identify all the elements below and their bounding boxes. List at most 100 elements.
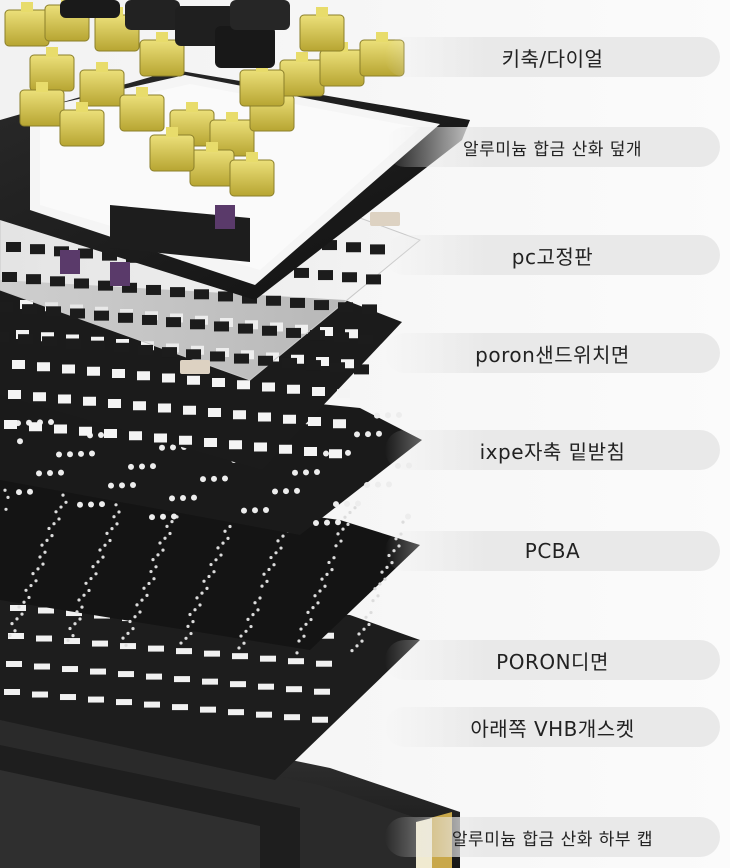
foam-cutout	[148, 645, 164, 652]
ixpe-hole	[139, 463, 145, 470]
ixpe-hole	[17, 438, 23, 445]
pcb-dot	[214, 558, 218, 562]
pcb-dot	[327, 560, 331, 565]
purple-switch	[110, 262, 130, 286]
pcb-dot	[332, 556, 336, 560]
pcb-dot	[330, 568, 334, 572]
pcb-dot	[112, 515, 116, 519]
pcb-dot	[279, 546, 283, 550]
plate-cutout	[286, 327, 301, 338]
label-keycap: 키축/다이얼	[385, 37, 720, 77]
foam-cutout	[54, 424, 67, 434]
pcb-dot	[31, 572, 35, 576]
foam-cutout	[137, 371, 150, 381]
ixpe-hole	[314, 469, 320, 476]
pcb-dot	[212, 570, 216, 574]
plate-cutout	[290, 297, 305, 308]
plate-cutout	[342, 272, 357, 283]
pcb-dot	[353, 506, 357, 510]
pcb-dot	[202, 579, 206, 583]
switch	[119, 87, 165, 132]
foam-cutout	[329, 449, 342, 459]
label-pc-plate: pc고정판	[385, 235, 720, 275]
pcb-dot	[274, 551, 278, 555]
foam-cutout	[262, 382, 275, 392]
ixpe-hole	[56, 451, 62, 458]
foam-cutout	[341, 359, 354, 369]
pcb-dot	[82, 593, 86, 597]
pcb-dot	[336, 532, 340, 536]
pcb-dot	[313, 594, 317, 598]
plate-cutout	[90, 340, 105, 351]
ixpe-hole	[36, 470, 42, 477]
plate-cutout	[70, 308, 85, 319]
foam-cutout	[6, 661, 22, 667]
plate-cutout	[118, 312, 133, 323]
ixpe-hole	[149, 514, 155, 521]
pcb-dot	[71, 634, 75, 638]
pcb-dot	[339, 539, 343, 543]
pcb-dot	[184, 636, 188, 640]
foam-cutout	[320, 327, 333, 336]
pcb-dot	[165, 524, 169, 528]
ixpe-hole	[47, 470, 53, 476]
foam-cutout	[291, 354, 304, 364]
ixpe-hole	[200, 476, 206, 483]
ixpe-hole	[108, 482, 114, 489]
label-text: 키축/다이얼	[501, 46, 604, 71]
pcb-dot	[131, 627, 135, 631]
pcb-dot	[320, 577, 324, 581]
plate-cutout	[0, 302, 13, 312]
foam-cutout	[308, 417, 321, 426]
pcb-dot	[385, 565, 389, 569]
plate-cutout	[234, 353, 249, 364]
pcb-dot	[145, 593, 149, 597]
pcb-dot	[6, 495, 10, 499]
plate-cutout	[50, 276, 65, 287]
pcb-dot	[367, 622, 371, 627]
pcb-dot	[170, 520, 174, 524]
foam-cutout	[8, 633, 24, 639]
ixpe-hole	[211, 475, 217, 482]
label-text: ixpe자축 밑받침	[479, 439, 626, 464]
pcb-dot	[378, 582, 382, 586]
plate-cutout	[78, 248, 93, 259]
pcb-dot	[115, 522, 119, 526]
foam-cutout	[314, 688, 330, 695]
pcb-dot	[3, 488, 7, 492]
pcb-dot	[80, 605, 84, 609]
pcb-dot	[325, 572, 329, 576]
foam-cutout	[108, 399, 121, 408]
label-text: 알루미늄 합금 산화 하부 캡	[451, 829, 654, 850]
plate-cutout	[330, 362, 345, 373]
pcb-dot	[154, 565, 158, 569]
pcb-dot	[91, 565, 95, 569]
pcb-dot	[78, 617, 82, 621]
pcb-dot	[156, 553, 160, 557]
pcb-dot	[207, 574, 211, 579]
pcb-dot	[43, 550, 47, 554]
pcb-dot	[311, 606, 315, 610]
foam-cutout	[204, 438, 217, 447]
pcb-dot	[223, 529, 227, 533]
pcb-dot	[346, 522, 350, 527]
plate-cutout	[338, 302, 353, 313]
foam-cutout	[146, 673, 162, 680]
ixpe-hole	[128, 463, 134, 470]
pcb-dot	[29, 583, 33, 588]
pcb-dot	[244, 629, 248, 633]
pcb-dot	[369, 610, 373, 615]
pcb-dot	[40, 543, 44, 547]
pcb-dot	[142, 586, 146, 590]
pcb-dot	[226, 536, 230, 541]
foam-cutout	[58, 394, 71, 404]
pcb-dot	[348, 510, 352, 515]
pcb-dot	[152, 577, 156, 581]
ixpe-hole	[335, 519, 341, 526]
foam-cutout	[230, 681, 246, 688]
ixpe-hole	[191, 494, 197, 501]
switch	[19, 82, 65, 127]
ixpe-hole	[345, 449, 351, 456]
plate-cutout	[98, 280, 113, 291]
foam-cutout	[120, 643, 136, 650]
